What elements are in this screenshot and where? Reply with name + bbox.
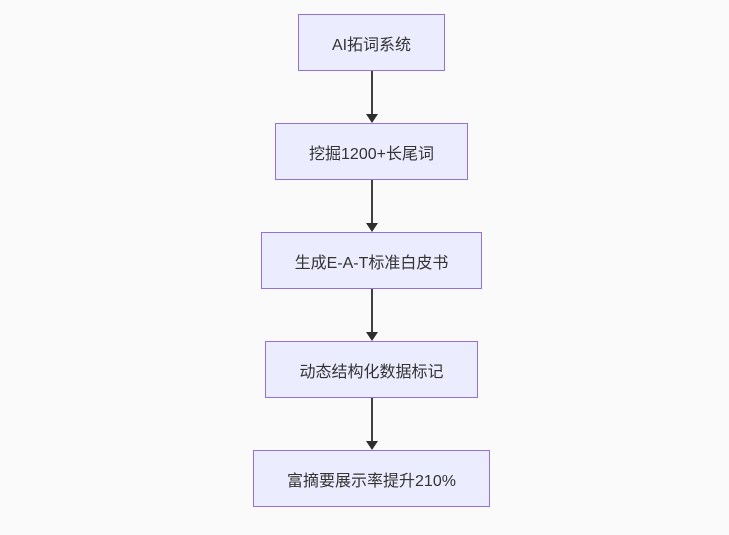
- arrowhead-down-icon: [365, 114, 378, 123]
- arrow-line: [370, 180, 373, 223]
- flow-node-rich-snippet-rate: 富摘要展示率提升210%: [253, 450, 490, 507]
- flow-node-label: AI拓词系统: [331, 36, 412, 54]
- flow-node-label: 挖掘1200+长尾词: [309, 145, 434, 163]
- flow-arrow: [365, 180, 378, 232]
- flow-node-eat-whitepaper: 生成E-A-T标准白皮书: [260, 232, 483, 289]
- flow-arrow: [365, 71, 378, 123]
- arrowhead-down-icon: [365, 332, 378, 341]
- flowchart: AI拓词系统 挖掘1200+长尾词 生成E-A-T标准白皮书 动态结构化数据标记: [7, 14, 729, 507]
- flow-node-structured-data-markup: 动态结构化数据标记: [265, 341, 478, 398]
- flow-node-ai-word-system: AI拓词系统: [297, 14, 446, 71]
- flow-node-label: 动态结构化数据标记: [299, 363, 444, 381]
- flow-node-label: 生成E-A-T标准白皮书: [294, 254, 449, 272]
- arrowhead-down-icon: [365, 441, 378, 450]
- arrow-line: [370, 71, 373, 114]
- arrowhead-down-icon: [365, 223, 378, 232]
- arrow-line: [370, 289, 373, 332]
- flow-node-label: 富摘要展示率提升210%: [287, 472, 456, 490]
- flow-arrow: [365, 398, 378, 450]
- flow-node-longtail-keywords: 挖掘1200+长尾词: [275, 123, 468, 180]
- flow-arrow: [365, 289, 378, 341]
- arrow-line: [370, 398, 373, 441]
